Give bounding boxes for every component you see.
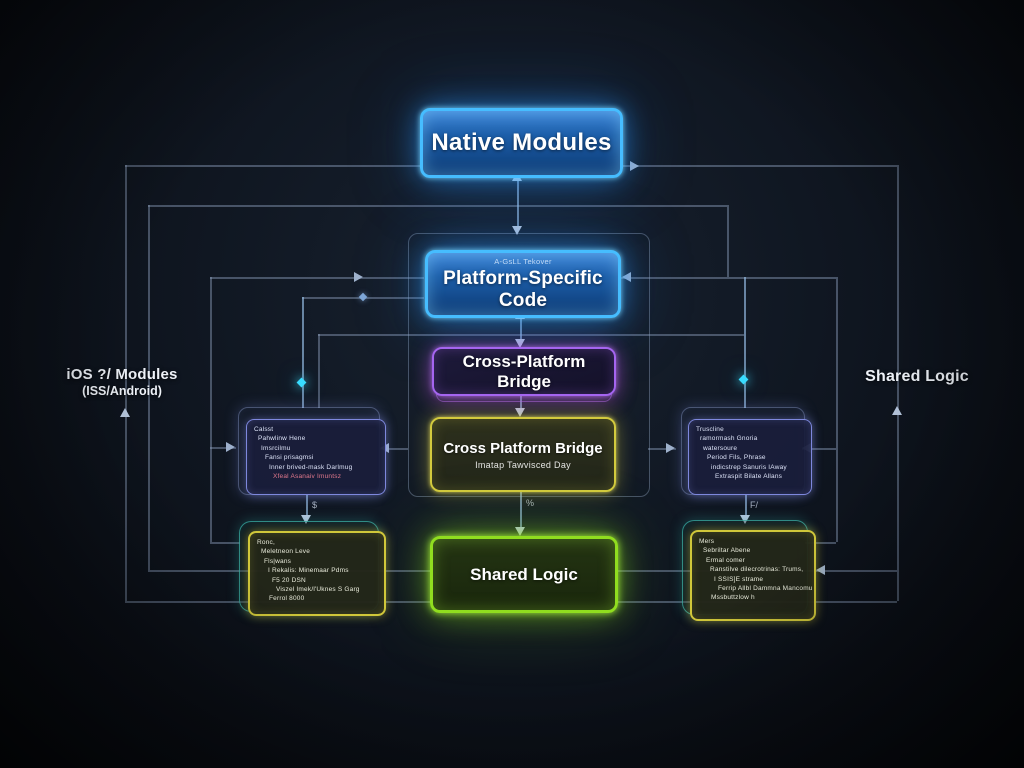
code-line: Imsrcilmu	[261, 444, 291, 452]
right-impl-box: Mers Sebriltar Abene Ermal comer Ranstil…	[690, 530, 816, 621]
platform-caption: A-GsLL Tekover	[494, 256, 552, 266]
bridge-detail-box: Cross Platform Bridge Imatap Tawvisced D…	[430, 417, 616, 492]
arrow-down-icon	[515, 408, 525, 417]
diamond-node-icon	[358, 292, 368, 302]
code-line: indicstrep Sanuris IAway	[711, 463, 787, 471]
bridge-detail-label: Cross Platform Bridge	[443, 439, 603, 457]
right-side-label: Shared Logic	[843, 368, 991, 386]
arrow-right-icon	[226, 442, 235, 452]
code-line: Mers	[699, 538, 715, 545]
arrow-right-icon	[666, 443, 675, 453]
code-line: Mssbuttzlow h	[711, 594, 755, 602]
code-line: Meletneon Leve	[261, 548, 311, 556]
code-line: Period Fils, Phrase	[707, 454, 766, 462]
frame-line	[148, 205, 727, 207]
code-line: Fls|wans	[264, 557, 292, 565]
code-line: Ranstilve dilecrotrinas: Trums,	[710, 566, 804, 574]
arrow-left-icon	[622, 272, 631, 282]
code-line: Truscline	[696, 426, 724, 433]
diamond-node-icon	[738, 374, 749, 385]
left-label-title: iOS ?/ Modules	[66, 366, 178, 383]
annotation-glyph: $	[312, 500, 318, 510]
connector-line	[210, 277, 424, 279]
bridge-label: Cross-Platform Bridge	[462, 351, 586, 391]
left-label-subtitle: (ISS/Android)	[82, 384, 162, 398]
cross-platform-bridge-box: Cross-Platform Bridge	[432, 347, 616, 396]
arrow-up-icon	[120, 408, 130, 417]
bridge-detail-sublabel: Imatap Tawvisced Day	[475, 459, 571, 470]
frame-line	[727, 205, 729, 277]
code-line: Viszel Imek/l'Uknes S Garg	[276, 586, 360, 594]
native-modules-box: Native Modules	[420, 108, 623, 178]
arrow-right-icon	[354, 272, 363, 282]
arrow-left-icon	[816, 565, 825, 575]
diamond-node-icon	[296, 377, 307, 388]
connector-line	[302, 297, 304, 408]
code-line: ramormash Gnoria	[700, 435, 758, 443]
code-line: watersoure	[703, 444, 738, 452]
code-line: Ferrol 8000	[269, 595, 305, 603]
code-line: Sebriltar Abene	[703, 547, 751, 555]
arrow-down-icon	[512, 226, 522, 235]
arrow-right-icon	[630, 161, 639, 171]
code-line: Xfeal Asanaiv Imuntsz	[273, 473, 342, 481]
code-line: Inner brived-mask Darlmug	[269, 463, 353, 471]
shared-logic-label: Shared Logic	[470, 564, 578, 584]
code-line: Extraspit Bilate Allans	[715, 473, 783, 481]
platform-label: Platform-Specific Code	[443, 267, 603, 311]
platform-specific-code-box: A-GsLL Tekover Platform-Specific Code	[425, 250, 621, 318]
left-side-label: iOS ?/ Modules (ISS/Android)	[48, 366, 196, 398]
left-impl-box: Ronc, Meletneon Leve Fls|wans I Rekalis:…	[248, 531, 386, 616]
annotation-glyph: %	[526, 498, 535, 508]
shared-logic-box: Shared Logic	[430, 536, 618, 613]
code-line: F5 20 DSN	[272, 576, 306, 584]
code-line: I SSIS]E strame	[714, 575, 764, 583]
arrow-up-icon	[892, 406, 902, 415]
code-line: I Rekalis: Minemaar Pdms	[268, 567, 349, 575]
arrow-down-icon	[515, 527, 525, 536]
code-line: Ermal comer	[706, 556, 746, 564]
connector-line	[318, 334, 320, 408]
code-line: Calsst	[254, 426, 274, 433]
code-line: Ferrip Allbl Dammna Mancomu	[718, 585, 813, 593]
right-label-title: Shared Logic	[865, 368, 969, 385]
connector-line	[744, 277, 746, 408]
connector-line	[210, 542, 240, 544]
connector-line	[520, 492, 522, 530]
connector-line	[517, 180, 519, 230]
connector-line	[210, 277, 212, 542]
right-module-box: Truscline ramormash Gnoria watersoure Pe…	[688, 419, 812, 495]
left-module-box: Calsst Pahwlinw Hene Imsrcilmu Fansi pri…	[246, 419, 386, 495]
code-line: Fansi prisagmsi	[265, 454, 314, 462]
code-line: Pahwlinw Hene	[258, 435, 306, 443]
connector-line	[836, 277, 838, 542]
code-line: Ronc,	[257, 539, 275, 546]
native-modules-label: Native Modules	[431, 129, 612, 156]
annotation-glyph: F/	[750, 500, 758, 510]
